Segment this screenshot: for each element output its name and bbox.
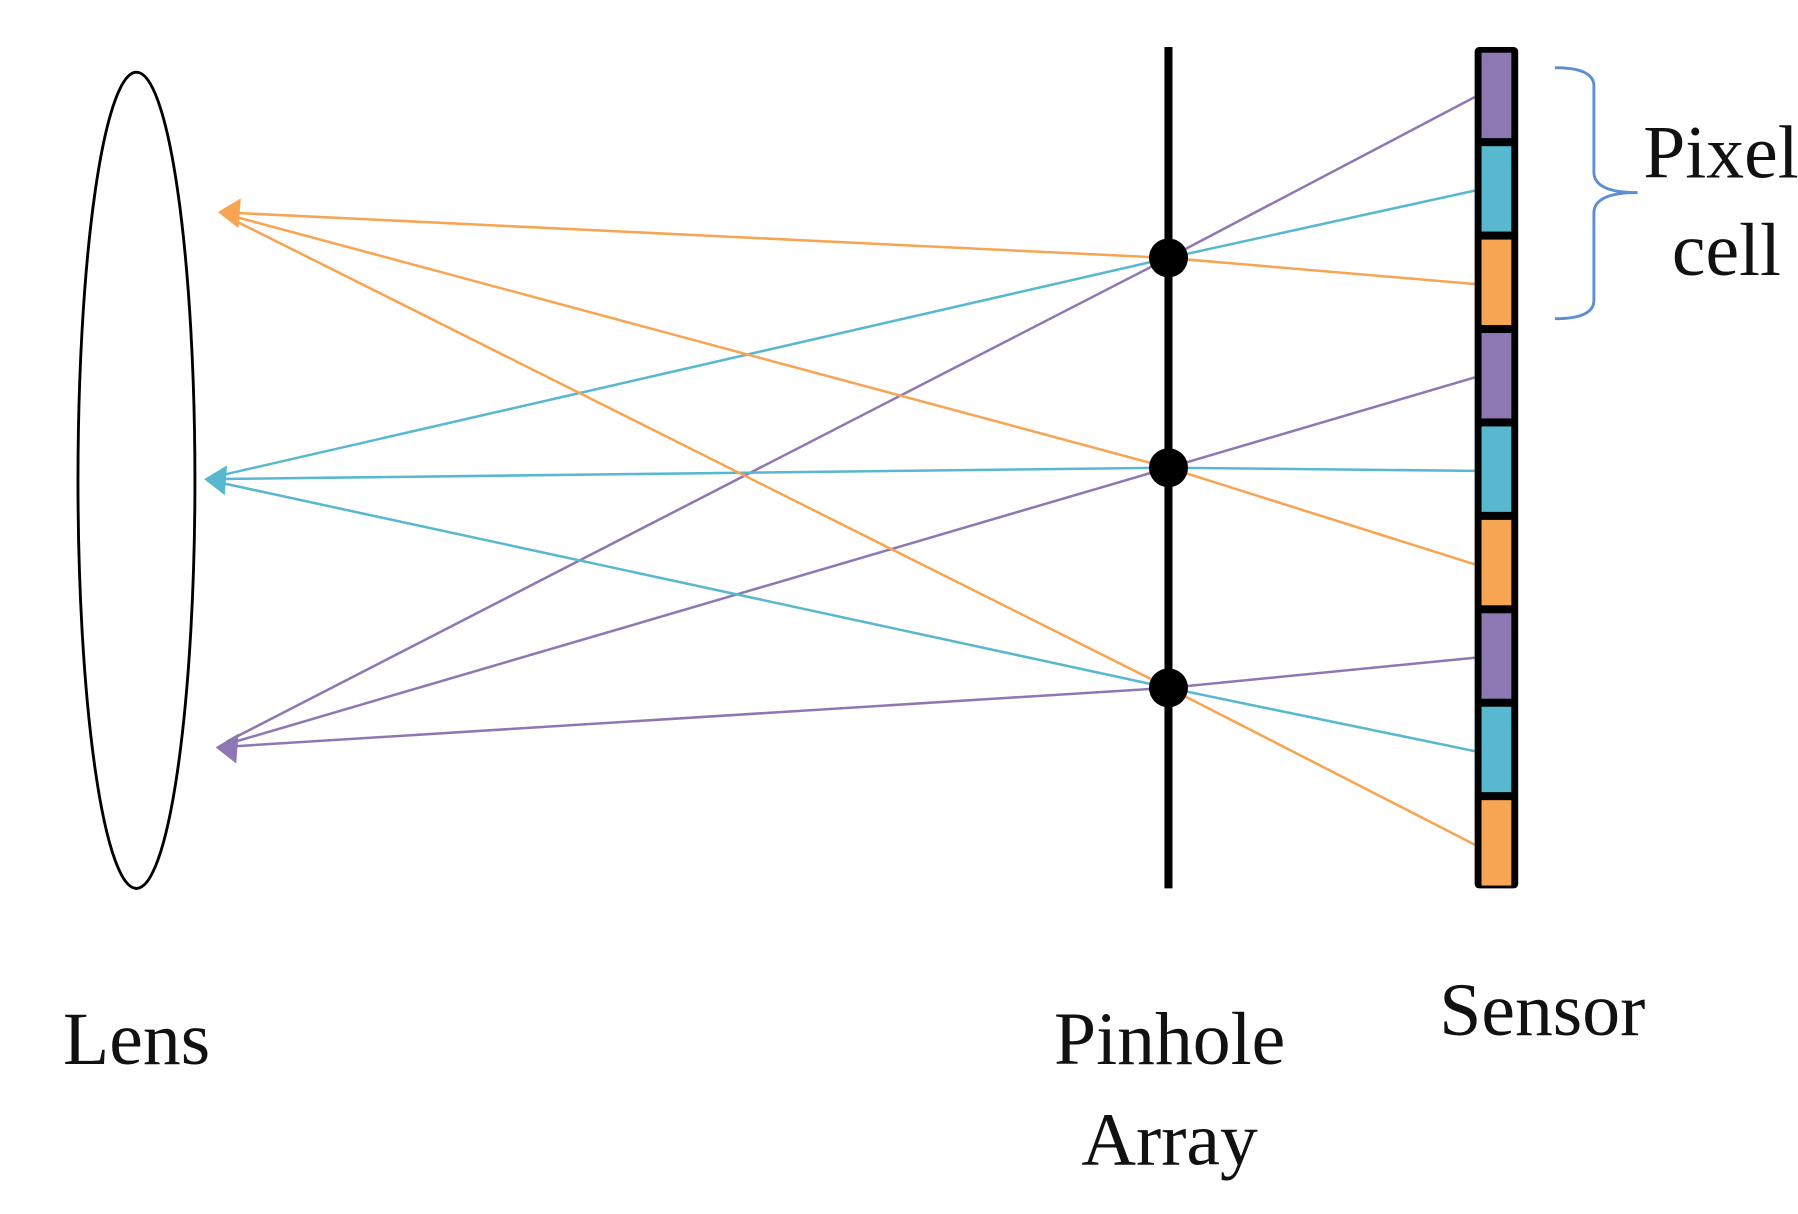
sensor-pixel-purple (1481, 613, 1512, 699)
lens-ellipse (76, 70, 197, 890)
arrowhead-cyan-icon (204, 465, 228, 496)
ray-purple-lens-segment (226, 466, 1169, 746)
lens-label: Lens (63, 998, 210, 1081)
pinhole-top (1148, 238, 1188, 278)
ray-cyan-lens-segment (215, 256, 1169, 478)
sensor-pixel-cyan (1481, 426, 1512, 512)
arrowheads (204, 198, 241, 764)
pinhole-middle (1148, 448, 1188, 488)
sensor-label: Sensor (1439, 969, 1645, 1052)
sensor-pixel-cyan (1481, 146, 1512, 232)
ray-orange-lens-segment (228, 216, 1170, 689)
ray-cyan-sensor-segment (1168, 466, 1475, 473)
ray-purple-lens-segment (226, 686, 1169, 748)
pinhole-label-line2: Array (1081, 1099, 1258, 1182)
ray-cyan-lens-segment (215, 466, 1169, 481)
ray-purple-sensor-segment (1167, 96, 1476, 260)
sensor-pixel-purple (1481, 52, 1512, 139)
pixel-cell-bracket (1554, 66, 1638, 321)
ray-purple-sensor-segment (1168, 376, 1475, 469)
ray-orange-lens-segment (229, 213, 1169, 469)
pixel-cell-label-line2: cell (1672, 209, 1781, 292)
sensor-pixel-cyan (1481, 706, 1512, 793)
arrowhead-purple-icon (215, 733, 239, 764)
ray-cyan-lens-segment (215, 480, 1169, 690)
sensor (1474, 47, 1519, 889)
sensor-pixel-orange (1481, 800, 1512, 886)
ray-purple-lens-segment (226, 256, 1170, 743)
sensor-pixel-orange (1481, 519, 1512, 606)
pixel-cell-label-line1: Pixel (1643, 112, 1798, 195)
rays (215, 96, 1476, 846)
sensor-pixel-purple (1481, 333, 1512, 419)
pinholes (1148, 238, 1188, 708)
ray-orange-sensor-segment (1167, 686, 1476, 846)
ray-orange-lens-segment (229, 211, 1169, 260)
ray-cyan-sensor-segment (1168, 189, 1475, 260)
ray-cyan-sensor-segment (1168, 686, 1475, 753)
sensor-pixel-orange (1481, 239, 1512, 325)
arrowhead-orange-icon (217, 198, 241, 229)
ray-purple-sensor-segment (1168, 656, 1475, 690)
ray-orange-sensor-segment (1168, 466, 1476, 566)
ray-orange-sensor-segment (1168, 256, 1475, 286)
pinhole-label-line1: Pinhole (1054, 998, 1285, 1081)
pinhole-bottom (1148, 668, 1188, 708)
